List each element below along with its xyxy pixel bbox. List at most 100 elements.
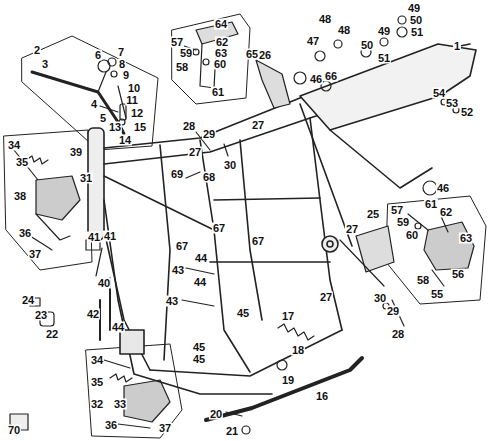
callout-number: 32 (90, 399, 104, 410)
callout-number: 39 (69, 147, 83, 158)
callout-number: 25 (366, 209, 380, 220)
callout-number: 36 (18, 228, 32, 239)
callout-number: 20 (209, 409, 223, 420)
callout-number: 59 (179, 48, 193, 59)
callout-number: 45 (192, 342, 206, 353)
callout-number: 45 (192, 354, 206, 365)
callout-number: 12 (130, 108, 144, 119)
callout-number: 67 (175, 241, 189, 252)
callout-number: 34 (7, 140, 21, 151)
callout-number: 68 (202, 172, 216, 183)
hardware (10, 16, 459, 430)
callout-number: 55 (430, 289, 444, 300)
callout-number: 69 (170, 169, 184, 180)
callout-number: 43 (165, 296, 179, 307)
callout-number: 43 (171, 265, 185, 276)
callout-number: 67 (212, 223, 226, 234)
callout-number: 61 (211, 87, 225, 98)
callout-number: 36 (104, 420, 118, 431)
callout-number: 44 (111, 322, 125, 333)
callout-number: 10 (127, 83, 141, 94)
callout-number: 48 (337, 25, 351, 36)
callout-number: 41 (103, 231, 117, 242)
callout-number: 59 (396, 217, 410, 228)
callout-number: 22 (45, 329, 59, 340)
callout-number: 63 (214, 48, 228, 59)
callout-number: 27 (188, 147, 202, 158)
callout-number: 38 (13, 191, 27, 202)
callout-number: 33 (113, 399, 127, 410)
frame (88, 44, 476, 394)
callout-number: 3 (41, 59, 49, 70)
callout-number: 61 (424, 199, 438, 210)
callout-number: 13 (108, 122, 122, 133)
callout-number: 35 (15, 157, 29, 168)
callout-number: 52 (460, 107, 474, 118)
callout-number: 14 (118, 135, 132, 146)
callout-number: 45 (236, 308, 250, 319)
callout-number: 17 (281, 311, 295, 322)
callout-number: 53 (445, 98, 459, 109)
side-stand (206, 324, 362, 434)
callout-number: 48 (318, 14, 332, 25)
callout-number: 27 (345, 224, 359, 235)
callout-number: 34 (90, 355, 104, 366)
callout-number: 19 (281, 375, 295, 386)
callout-number: 37 (28, 249, 42, 260)
callout-number: 64 (214, 19, 228, 30)
callout-number: 2 (33, 45, 41, 56)
callout-number: 23 (34, 310, 48, 321)
callout-number: 4 (90, 99, 98, 110)
inset-outline (4, 14, 486, 438)
callout-number: 27 (251, 120, 265, 131)
callout-number: 16 (315, 391, 329, 402)
callout-number: 7 (117, 47, 125, 58)
callout-number: 6 (94, 50, 102, 61)
callout-number: 15 (133, 122, 147, 133)
callout-number: 50 (360, 40, 374, 51)
callout-number: 29 (386, 306, 400, 317)
callout-number: 41 (87, 232, 101, 243)
callout-number: 30 (223, 160, 237, 171)
callout-number: 26 (258, 50, 272, 61)
callout-number: 27 (319, 292, 333, 303)
callout-number: 60 (213, 59, 227, 70)
callout-number: 70 (7, 425, 21, 436)
callout-number: 67 (251, 236, 265, 247)
callout-number: 58 (416, 275, 430, 286)
callout-number: 62 (215, 37, 229, 48)
callout-number: 8 (118, 59, 126, 70)
callout-number: 30 (373, 293, 387, 304)
callout-number: 31 (79, 173, 93, 184)
callout-number: 46 (309, 74, 323, 85)
brake-pedal (32, 58, 126, 134)
callout-number: 5 (99, 113, 107, 124)
callout-number: 35 (90, 377, 104, 388)
callout-number: 24 (21, 295, 35, 306)
callout-number: 62 (439, 207, 453, 218)
callout-number: 49 (377, 26, 391, 37)
callout-number: 1 (453, 41, 461, 52)
callout-number: 57 (170, 37, 184, 48)
callout-number: 40 (97, 278, 111, 289)
callout-number: 51 (377, 53, 391, 64)
callout-number: 57 (390, 205, 404, 216)
callout-number: 21 (225, 426, 239, 437)
callout-number: 18 (291, 345, 305, 356)
callout-number: 28 (182, 121, 196, 132)
callout-number: 42 (86, 309, 100, 320)
callout-number: 49 (407, 3, 421, 14)
callout-number: 11 (125, 95, 139, 106)
callout-number: 37 (158, 423, 172, 434)
callout-number: 28 (391, 329, 405, 340)
callout-number: 50 (409, 15, 423, 26)
callout-number: 63 (459, 233, 473, 244)
callout-number: 29 (202, 129, 216, 140)
callout-number: 51 (410, 27, 424, 38)
callout-number: 44 (193, 277, 207, 288)
callout-number: 58 (175, 62, 189, 73)
callout-number: 47 (306, 36, 320, 47)
callout-number: 60 (405, 230, 419, 241)
